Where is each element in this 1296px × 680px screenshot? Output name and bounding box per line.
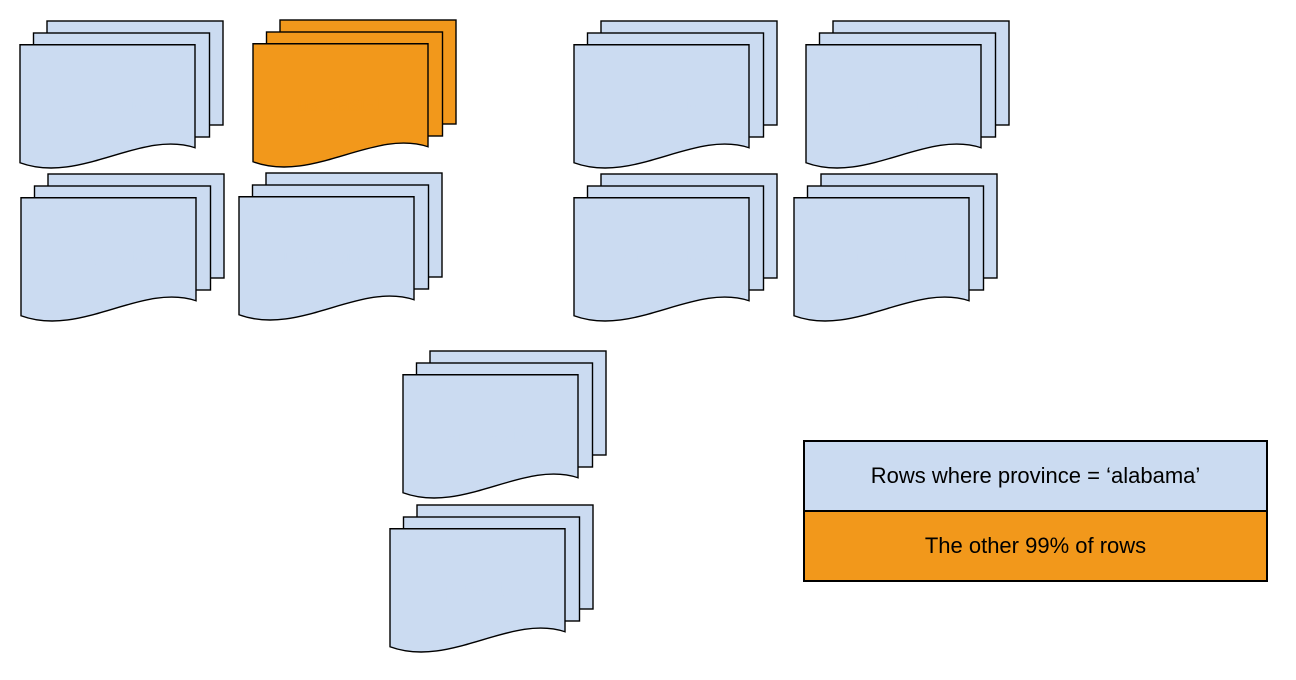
region-stack-us-west-1: us-west-1: [19, 20, 225, 172]
region-stack-eu-east-1: eu-east-1: [805, 20, 1011, 172]
region-stack-us-east-1: us-east-1: [252, 19, 458, 171]
region-label: ap-east-1: [446, 424, 536, 447]
region-stack-us-east-2: us-east-2: [238, 172, 444, 324]
legend-item-other-rows: The other 99% of rows: [805, 510, 1266, 580]
region-label: us-east-1: [297, 93, 385, 116]
region-stack-ap-east-1: ap-east-1: [402, 350, 608, 502]
region-label: eu-west-1: [615, 94, 709, 117]
region-label: ap-east-2: [433, 578, 523, 601]
legend: Rows where province = ‘alabama’ The othe…: [803, 440, 1268, 582]
region-stack-ap-east-2: ap-east-2: [389, 504, 595, 656]
region-stack-eu-west-1: eu-west-1: [573, 20, 779, 172]
region-label: eu-east-2: [837, 247, 927, 270]
region-stack-eu-west-2: eu-west-2: [573, 173, 779, 325]
region-label: eu-west-2: [615, 247, 709, 270]
legend-item-label: Rows where province = ‘alabama’: [870, 463, 1201, 488]
region-stack-eu-east-2: eu-east-2: [793, 173, 999, 325]
legend-item-alabama-rows: Rows where province = ‘alabama’: [805, 442, 1266, 510]
region-label: us-east-2: [283, 246, 371, 269]
region-stack-us-west-2: us-west-2: [20, 173, 226, 325]
legend-item-label: The other 99% of rows: [924, 533, 1147, 558]
region-label: eu-east-1: [849, 94, 939, 117]
region-label: us-west-1: [62, 94, 154, 117]
region-label: us-west-2: [63, 247, 155, 270]
